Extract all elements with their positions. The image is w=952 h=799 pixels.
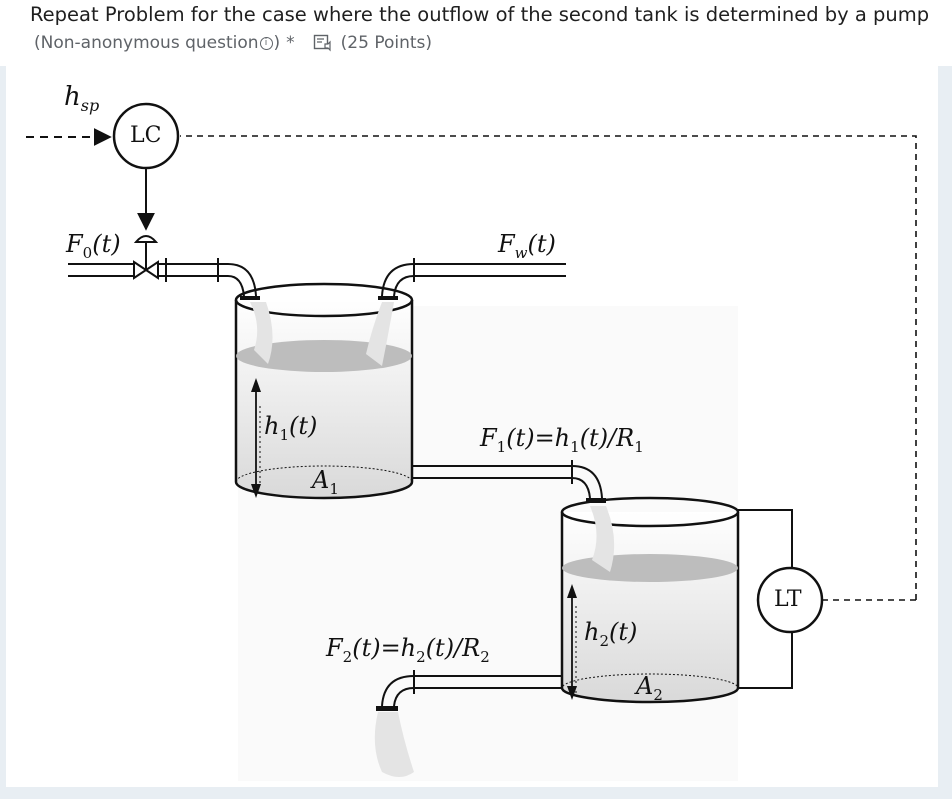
inlet-flow-label: F0(t) bbox=[66, 230, 121, 262]
lt-top-tap bbox=[738, 509, 793, 570]
question-header: Repeat Problem for the case where the ou… bbox=[0, 0, 952, 66]
lt-label: LT bbox=[774, 587, 802, 612]
points-label: (25 Points) bbox=[340, 33, 433, 53]
disturbance-elbow bbox=[381, 263, 415, 297]
lt-bottom-tap bbox=[738, 630, 793, 689]
immersive-reader-icon[interactable] bbox=[313, 34, 333, 52]
tank-2-level-label: h2(t) bbox=[584, 618, 638, 650]
non-anonymous-label: (Non-anonymous question bbox=[34, 33, 259, 53]
valve-actuator bbox=[133, 235, 159, 243]
meta-close-paren: ) bbox=[273, 33, 281, 53]
outlet-stream bbox=[374, 712, 414, 777]
tank-2-area-label: A2 bbox=[636, 672, 663, 704]
tank-1-level-label: h1(t) bbox=[264, 412, 318, 444]
tank-1-disturbance-stream bbox=[366, 302, 394, 366]
transfer-elbow bbox=[571, 465, 603, 499]
level-transmitter-circle bbox=[756, 566, 824, 634]
question-meta: (Non-anonymous question i ) * (25 Points… bbox=[34, 33, 432, 53]
tank-1-bottom bbox=[235, 465, 413, 499]
process-diagram: hsp LC LT F0(t) Fw(t) h1(t) A1 F1(t)=h1(… bbox=[6, 66, 938, 787]
tank-2-water-surface bbox=[562, 554, 738, 582]
tank-1-rim bbox=[234, 282, 414, 318]
disturbance-flow-label: Fw(t) bbox=[498, 230, 556, 262]
question-title: Repeat Problem for the case where the ou… bbox=[30, 3, 930, 26]
tank-1-area-label: A1 bbox=[312, 466, 339, 498]
lc-label: LC bbox=[130, 123, 162, 148]
diagram-graphics bbox=[26, 102, 917, 781]
setpoint-label: hsp bbox=[64, 82, 100, 116]
info-icon[interactable]: i bbox=[259, 36, 273, 50]
feedback-dashed-line bbox=[180, 135, 917, 600]
page-bottom-strip bbox=[0, 787, 952, 799]
flow-1-equation: F1(t)=h1(t)/R1 bbox=[480, 424, 644, 456]
required-marker: * bbox=[286, 33, 295, 53]
control-valve bbox=[133, 260, 159, 280]
flow-2-equation: F2(t)=h2(t)/R2 bbox=[326, 634, 490, 666]
tank-1-inflow-stream bbox=[250, 302, 273, 364]
tank-2-inflow-stream bbox=[590, 506, 615, 572]
outlet-elbow bbox=[381, 675, 415, 707]
tank-2-rim bbox=[560, 496, 740, 528]
